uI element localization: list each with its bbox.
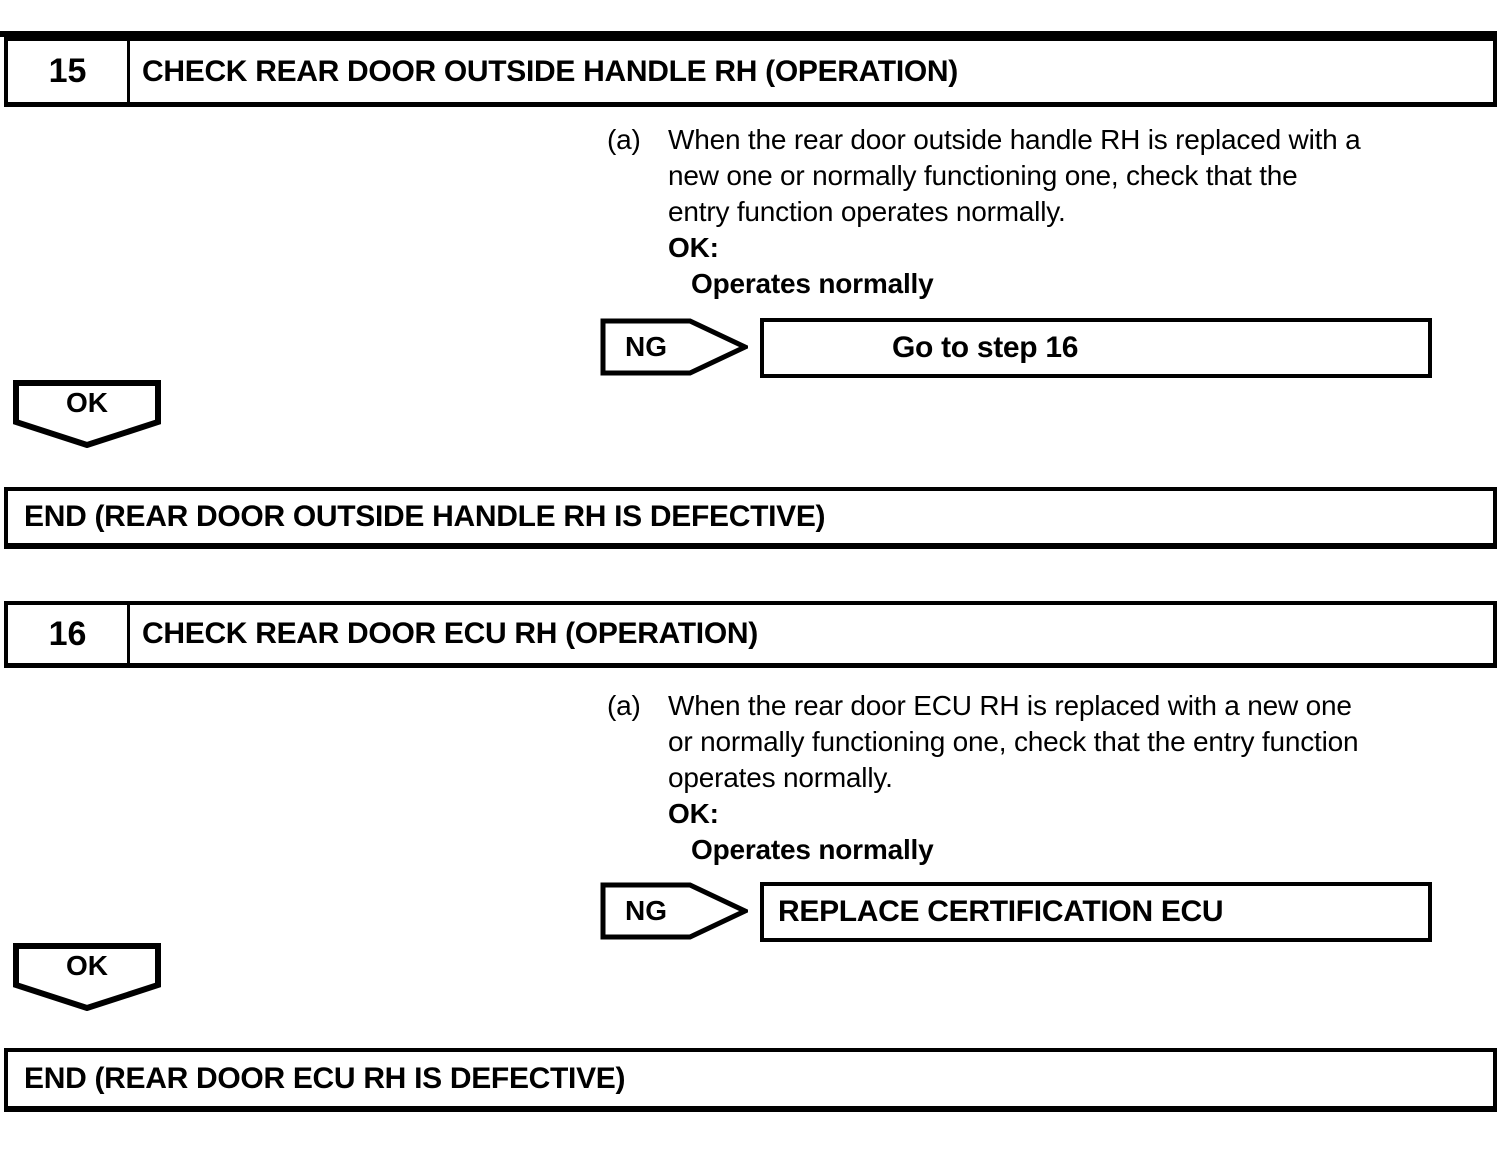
step-15-instructions: (a) When the rear door outside handle RH… [607, 122, 1452, 302]
instruction-item-label: (a) [607, 124, 641, 155]
end-box: END (REAR DOOR OUTSIDE HANDLE RH IS DEFE… [4, 487, 1497, 549]
ng-action-box: Go to step 16 [760, 318, 1432, 378]
ok-branch-marker: OK [13, 380, 161, 448]
ok-condition: Operates normally [691, 268, 934, 299]
end-text: END (REAR DOOR ECU RH IS DEFECTIVE) [24, 1062, 626, 1095]
end-box: END (REAR DOOR ECU RH IS DEFECTIVE) [4, 1048, 1497, 1112]
instruction-text: When the rear door outside handle RH is … [668, 124, 1361, 227]
ok-heading: OK: [668, 798, 719, 829]
ng-arrow-icon [600, 882, 748, 940]
step-16-header: 16 CHECK REAR DOOR ECU RH (OPERATION) [4, 601, 1497, 668]
instruction-item-label: (a) [607, 690, 641, 721]
step-title: CHECK REAR DOOR ECU RH (OPERATION) [142, 617, 758, 650]
step-number: 16 [8, 605, 130, 663]
page-top-rule [0, 31, 1497, 37]
step-15-header: 15 CHECK REAR DOOR OUTSIDE HANDLE RH (OP… [4, 37, 1497, 107]
ok-branch-label: OK [66, 950, 108, 981]
ok-heading: OK: [668, 232, 719, 263]
step-number: 15 [8, 41, 130, 102]
ng-arrow-icon [600, 318, 748, 376]
ok-branch-marker: OK [13, 943, 161, 1011]
ok-branch-label: OK [66, 387, 108, 418]
step-title: CHECK REAR DOOR OUTSIDE HANDLE RH (OPERA… [142, 54, 958, 88]
ok-condition: Operates normally [691, 834, 934, 865]
ng-label: NG [625, 331, 667, 362]
ng-action-text: REPLACE CERTIFICATION ECU [778, 895, 1224, 928]
ng-action-text: Go to step 16 [892, 331, 1079, 364]
ok-pentagon-icon [13, 380, 161, 448]
end-text: END (REAR DOOR OUTSIDE HANDLE RH IS DEFE… [24, 500, 826, 533]
ng-branch-marker: NG [600, 318, 748, 376]
step-16-instructions: (a) When the rear door ECU RH is replace… [607, 688, 1452, 868]
ng-label: NG [625, 895, 667, 926]
instruction-text: When the rear door ECU RH is replaced wi… [668, 690, 1359, 793]
ng-branch-marker: NG [600, 882, 748, 940]
ng-action-box: REPLACE CERTIFICATION ECU [760, 882, 1432, 942]
ok-pentagon-icon [13, 943, 161, 1011]
